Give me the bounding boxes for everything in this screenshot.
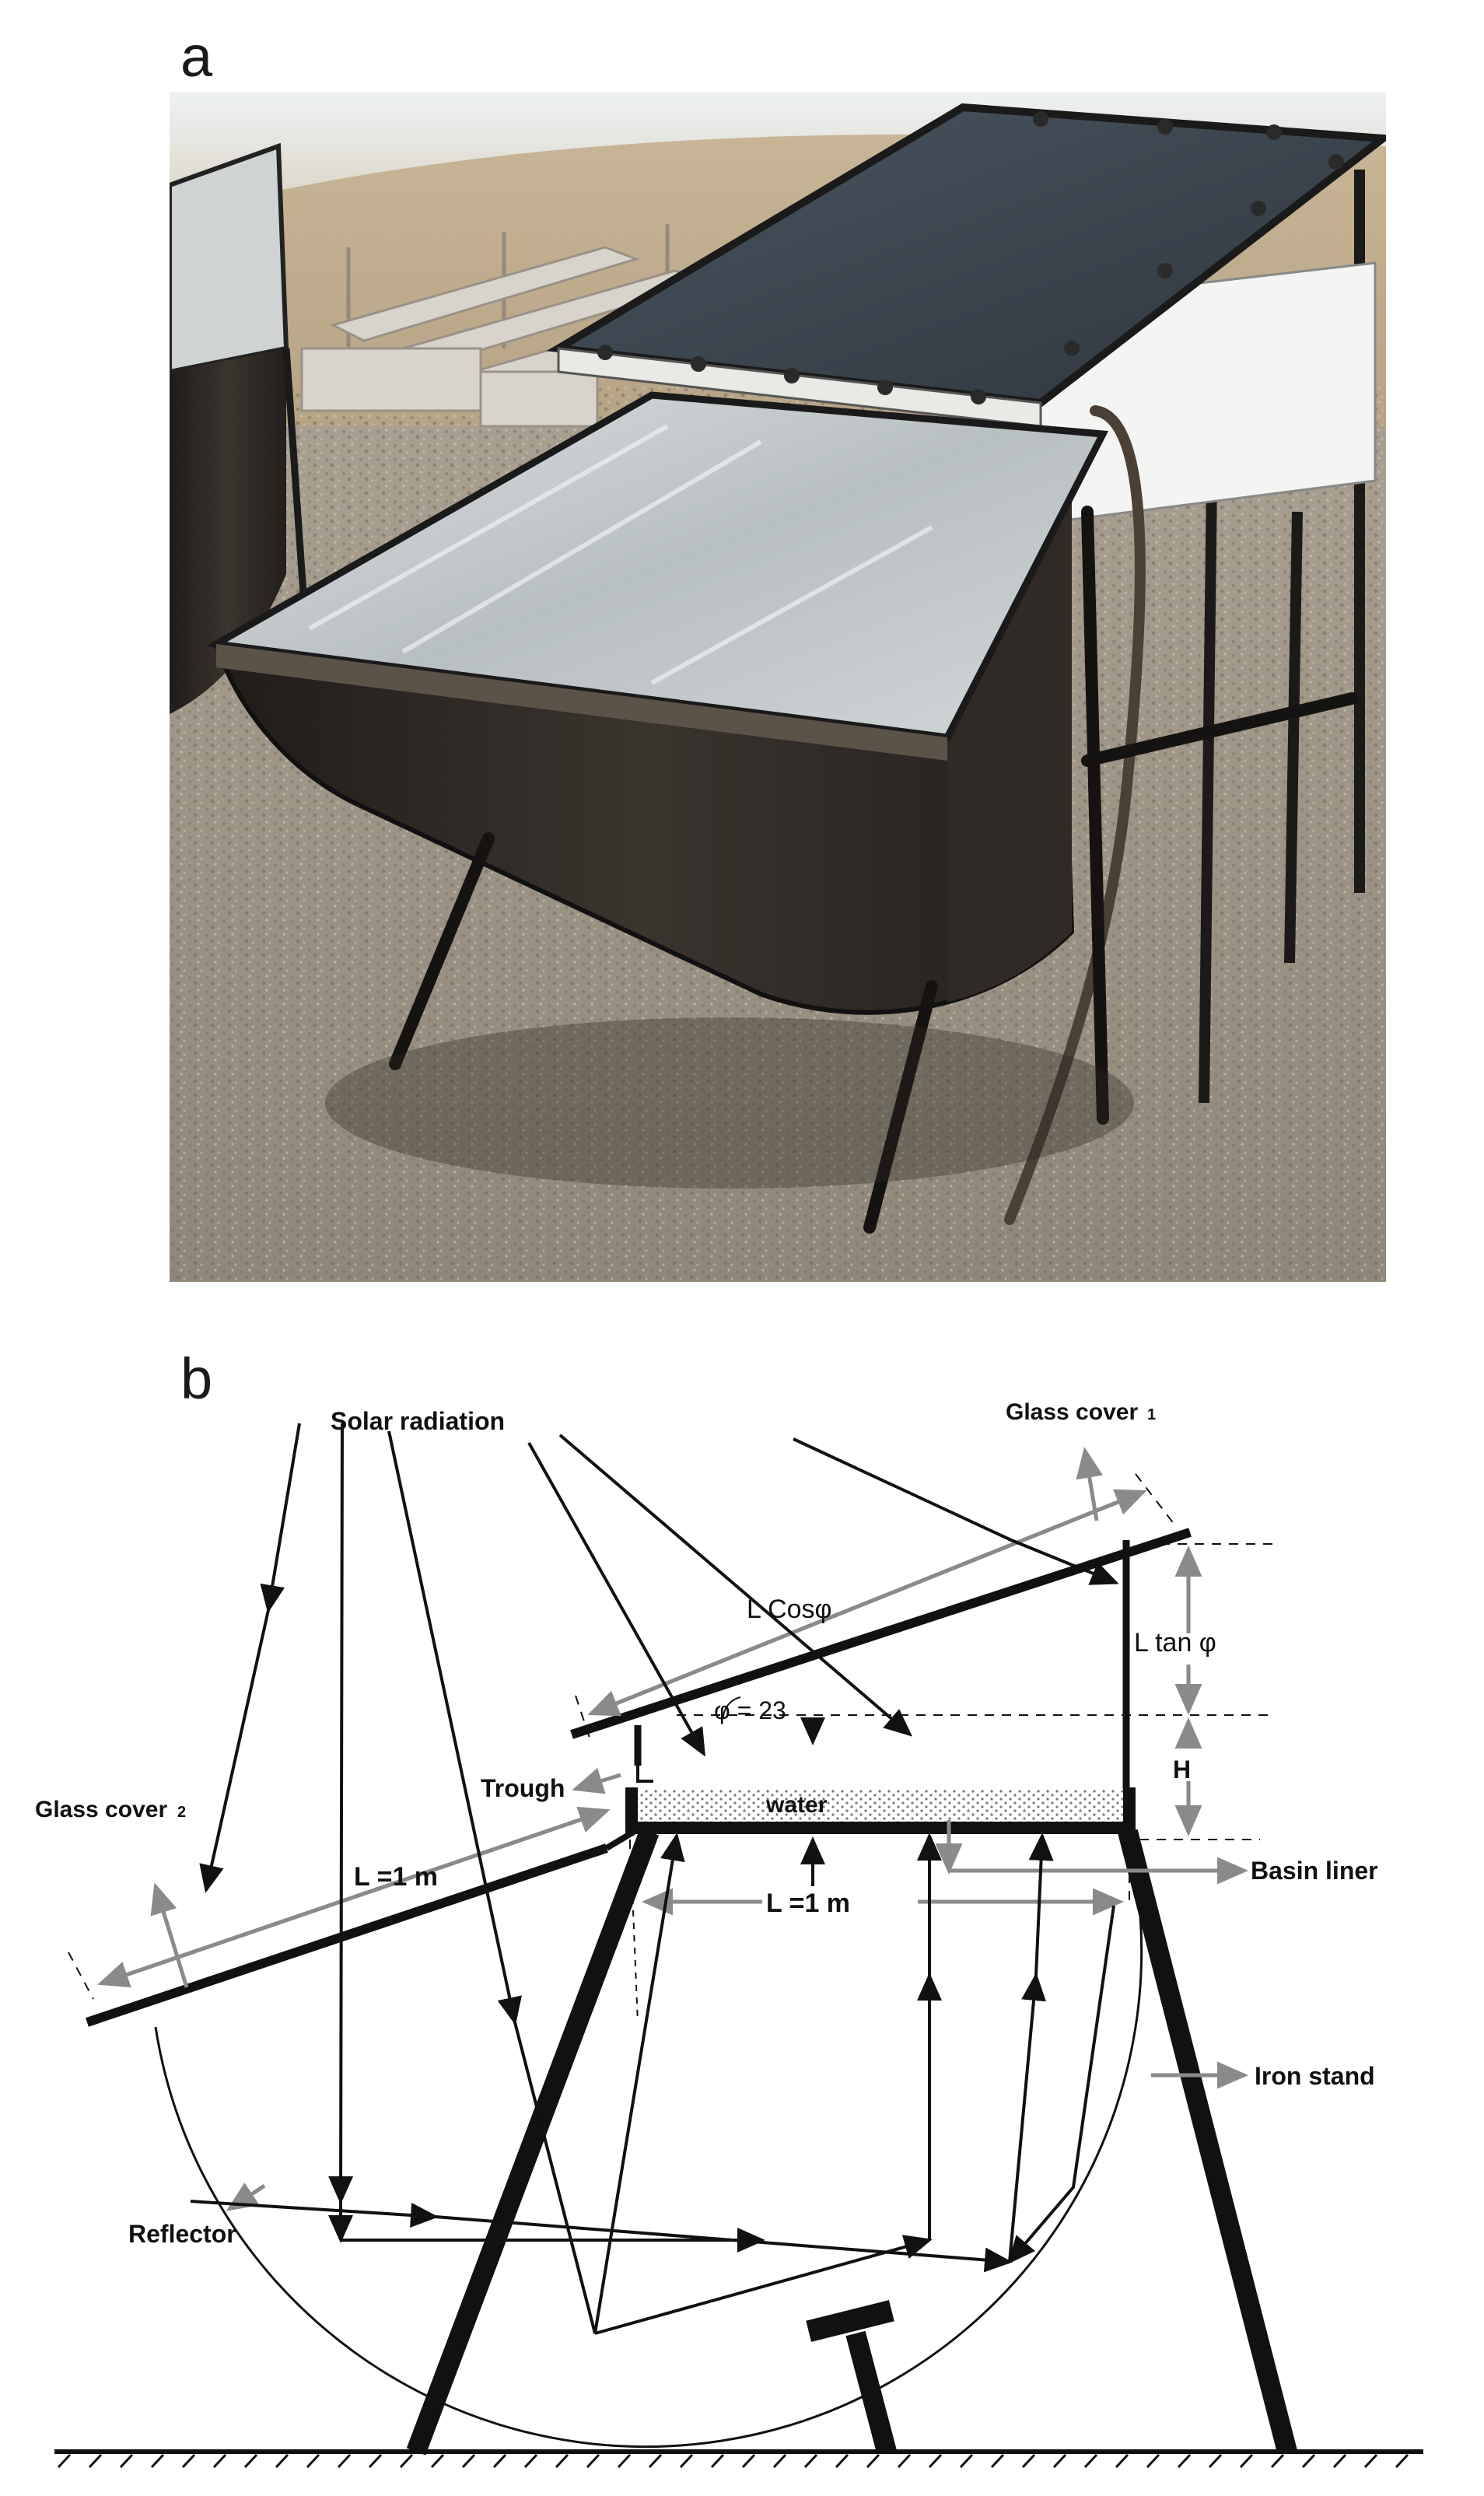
panel-a-letter: a: [180, 24, 213, 89]
label-h: H: [1173, 1756, 1191, 1784]
solar-still-schematic: Solar radiation Glass cover 1 Glass cove…: [35, 1399, 1423, 2469]
glass-cover-1: [570, 1528, 1192, 1739]
label-water: water: [765, 1792, 828, 1818]
solar-still-photo: [170, 92, 1386, 1282]
label-reflector: Reflector: [128, 2220, 236, 2248]
label-trough: Trough: [481, 1774, 565, 1802]
label-basin-liner: Basin liner: [1251, 1857, 1378, 1885]
label-glass-cover-2: Glass cover: [35, 1797, 167, 1822]
label-angle: φ = 23: [714, 1696, 786, 1724]
label-glass-cover-2-index: 2: [177, 1804, 186, 1821]
label-glass-cover-1-index: 1: [1147, 1406, 1156, 1423]
label-l-tan: L tan φ: [1134, 1628, 1216, 1658]
glass-cover-2: [86, 1843, 608, 2027]
ground-line: [54, 2449, 1423, 2469]
label-l-cos: L Cosφ: [747, 1595, 832, 1624]
iron-stand: [406, 1828, 1297, 2456]
label-l-1m-basin: L =1 m: [766, 1889, 850, 1918]
label-iron-stand: Iron stand: [1255, 2062, 1375, 2090]
panel-b-letter: b: [180, 1346, 213, 1411]
label-l-1m-cover: L =1 m: [354, 1862, 438, 1892]
diagram-panel: b: [0, 1346, 1484, 2492]
label-glass-cover-1: Glass cover: [1006, 1400, 1138, 1425]
label-solar-radiation: Solar radiation: [331, 1407, 505, 1435]
basin: [625, 1787, 1136, 1834]
reflector-arc: [154, 1874, 1143, 2449]
